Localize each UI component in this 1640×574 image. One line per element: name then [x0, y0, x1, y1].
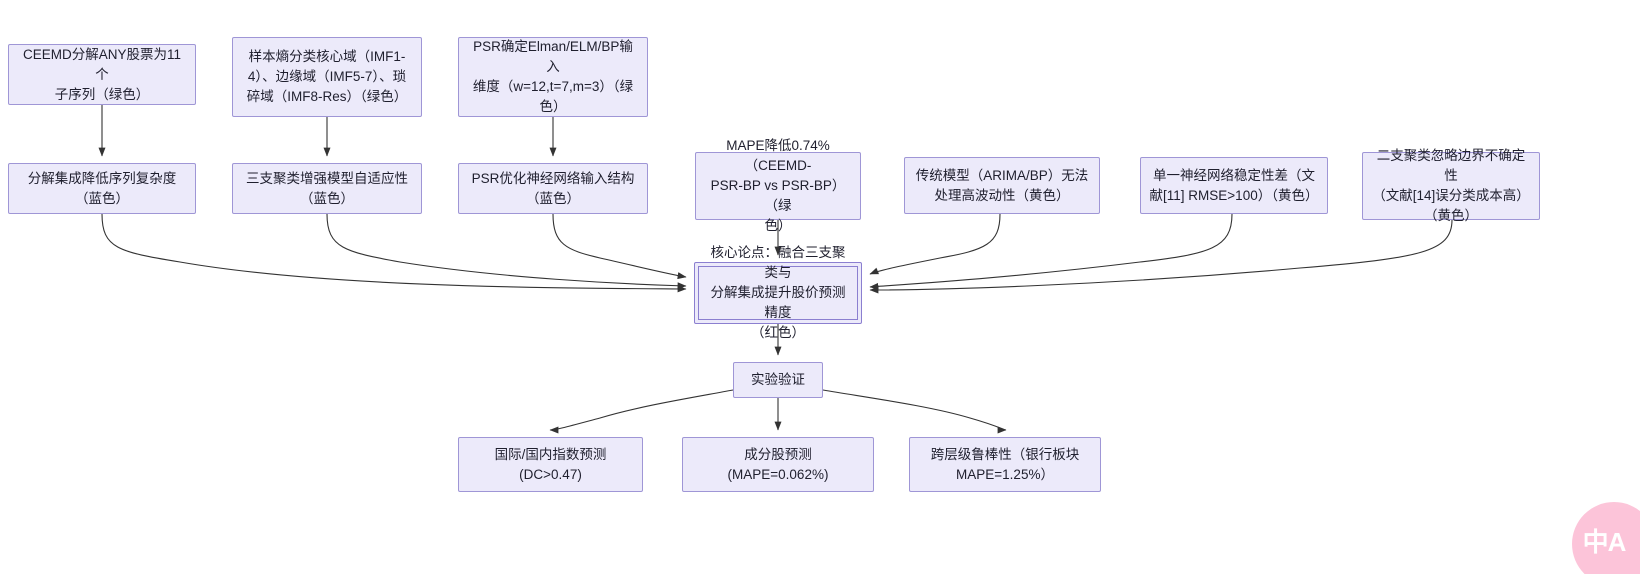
node-two-way-clustering-boundary[interactable]: 二支聚类忽略边界不确定性 （文献[14]误分类成本高） （黄色）	[1362, 148, 1540, 223]
node-label: 传统模型（ARIMA/BP）无法 处理高波动性（黄色）	[915, 167, 1089, 203]
node-mape-reduction[interactable]: MAPE降低0.74%（CEEMD- PSR-BP vs PSR-BP）（绿 色…	[695, 138, 861, 233]
node-traditional-model-limitation[interactable]: 传统模型（ARIMA/BP）无法 处理高波动性（黄色）	[904, 157, 1100, 214]
edge-n5-n11	[326, 213, 687, 290]
node-label: CEEMD分解ANY股票为11个 子序列（绿色）	[22, 46, 182, 102]
edge-n9-n11	[869, 213, 1233, 290]
node-label: 国际/国内指数预测 (DC>0.47)	[494, 446, 607, 482]
node-constituent-stock-result[interactable]: 成分股预测 (MAPE=0.062%)	[682, 437, 874, 492]
node-label: 核心论点：融合三支聚类与 分解集成提升股价预测精度 （红色）	[710, 245, 846, 340]
node-label: 样本熵分类核心域（IMF1- 4）、边缘域（IMF5-7）、琐 碎域（IMF8-…	[246, 49, 408, 104]
node-label: PSR优化神经网络输入结构 （蓝色）	[471, 170, 635, 206]
node-label: 单一神经网络稳定性差（文 献[11] RMSE>100）（黄色）	[1149, 167, 1319, 203]
node-label: 成分股预测 (MAPE=0.062%)	[727, 446, 829, 482]
watermark-label: 中A	[1582, 527, 1627, 557]
node-single-network-instability[interactable]: 单一神经网络稳定性差（文 献[11] RMSE>100）（黄色）	[1140, 157, 1328, 214]
node-label: 二支聚类忽略边界不确定性 （文献[14]误分类成本高） （黄色）	[1372, 148, 1530, 223]
watermark-badge: 中A	[1572, 502, 1640, 574]
edge-n12-n13	[549, 389, 734, 434]
node-label: 分解集成降低序列复杂度 （蓝色）	[27, 170, 177, 206]
node-cross-level-robustness-result[interactable]: 跨层级鲁棒性（银行板块 MAPE=1.25%）	[909, 437, 1101, 492]
node-psr-input-dimension[interactable]: PSR确定Elman/ELM/BP输入 维度（w=12,t=7,m=3）（绿 色…	[458, 37, 648, 117]
node-decompose-reduce-complexity[interactable]: 分解集成降低序列复杂度 （蓝色）	[8, 163, 196, 214]
node-sample-entropy-classify[interactable]: 样本熵分类核心域（IMF1- 4）、边缘域（IMF5-7）、琐 碎域（IMF8-…	[232, 37, 422, 117]
edge-n12-n15	[822, 389, 1007, 434]
node-experiment-validation[interactable]: 实验验证	[733, 362, 823, 398]
node-psr-optimize-structure[interactable]: PSR优化神经网络输入结构 （蓝色）	[458, 163, 648, 214]
edge-n10-n11	[869, 219, 1453, 294]
node-three-way-clustering-adaptive[interactable]: 三支聚类增强模型自适应性 （蓝色）	[232, 163, 422, 214]
node-label: MAPE降低0.74%（CEEMD- PSR-BP vs PSR-BP）（绿 色…	[710, 138, 846, 233]
node-ceemd-decompose[interactable]: CEEMD分解ANY股票为11个 子序列（绿色）	[8, 44, 196, 105]
node-label: 实验验证	[751, 372, 805, 387]
core-inner-frame: 核心论点：融合三支聚类与 分解集成提升股价预测精度 （红色）	[698, 245, 858, 340]
edge-n6-n11	[552, 213, 687, 280]
edge-n4-n11	[101, 213, 687, 293]
node-label: 三支聚类增强模型自适应性 （蓝色）	[246, 170, 408, 206]
edge-n8-n11	[869, 213, 1001, 275]
node-index-prediction-result[interactable]: 国际/国内指数预测 (DC>0.47)	[458, 437, 643, 492]
node-label: 跨层级鲁棒性（银行板块 MAPE=1.25%）	[930, 446, 1080, 482]
node-label: PSR确定Elman/ELM/BP输入 维度（w=12,t=7,m=3）（绿 色…	[472, 39, 634, 114]
node-core-argument[interactable]: 核心论点：融合三支聚类与 分解集成提升股价预测精度 （红色）	[694, 245, 862, 340]
